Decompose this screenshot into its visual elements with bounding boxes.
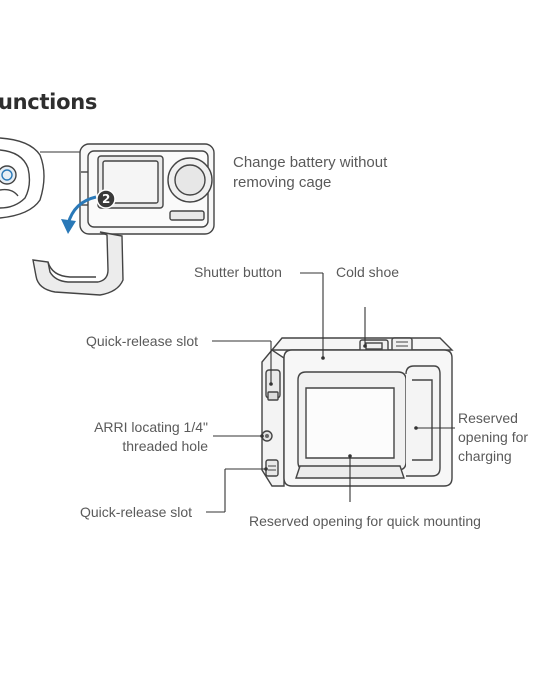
cold-shoe-label: Cold shoe: [336, 264, 400, 280]
shutter-button-label: Shutter button: [194, 264, 282, 280]
change-battery-line-2: removing cage: [233, 174, 332, 191]
quick-release-slot-top-label: Quick-release slot: [86, 333, 199, 349]
callout-lines: [206, 272, 455, 513]
reserved-mounting-label: Reserved opening for quick mounting: [249, 513, 481, 529]
reserved-charging-line-2: opening for: [458, 429, 529, 445]
reserved-charging-line-1: Reserved: [458, 410, 518, 426]
callout-dots: [260, 344, 418, 471]
reserved-charging-label: Reserved opening for charging: [458, 409, 528, 466]
arri-hole-line-1: ARRI locating 1/4": [94, 419, 208, 435]
change-battery-label: Change battery without removing cage: [233, 153, 387, 193]
quick-release-slot-bottom-label: Quick-release slot: [80, 504, 193, 520]
camera-battery-illustration: [0, 137, 215, 296]
arri-hole-label: ARRI locating 1/4" threaded hole: [80, 418, 208, 456]
section-heading: unctions: [0, 90, 98, 114]
step-number: 2: [102, 192, 111, 206]
change-battery-line-1: Change battery without: [233, 154, 388, 171]
cage-illustration: [261, 337, 454, 487]
reserved-charging-line-3: charging: [458, 448, 512, 464]
arri-hole-line-2: threaded hole: [122, 438, 208, 454]
arrow-head-icon: [61, 219, 76, 234]
step-badge: [96, 189, 116, 209]
